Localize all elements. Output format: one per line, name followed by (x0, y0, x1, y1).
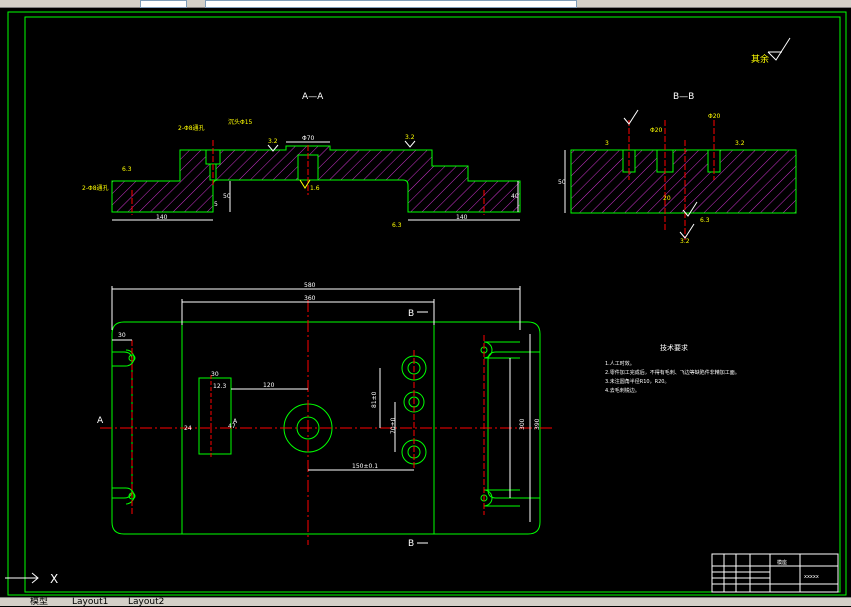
dim-plan-81: 81±0 (371, 391, 378, 408)
tab-layout1[interactable]: Layout1 (72, 597, 109, 607)
layout-tabs: 模型 Layout1 Layout2 (0, 597, 851, 607)
toolbar-strip (0, 0, 851, 8)
dim-plan-150: 150±0.1 (352, 463, 378, 470)
tab-layout2[interactable]: Layout2 (128, 597, 165, 607)
dim-bb-32b: 3.2 (680, 238, 690, 245)
dim-bb-50: 50 (558, 179, 566, 186)
section-marker-a-right: A (233, 418, 238, 425)
dim-plan-24: 24 (184, 425, 192, 432)
dim-bb-20: 20 (663, 195, 671, 202)
title-block: 模座 xxxxx (711, 553, 839, 593)
style-dropdown[interactable] (205, 0, 577, 8)
section-aa-view: 140 140 50 40 Φ70 5 2-Φ8通孔 沉头Φ15 3.2 3.2… (82, 118, 521, 229)
ucs-icon: X (5, 572, 58, 586)
note-aa-roughness-32b: 3.2 (405, 134, 415, 141)
dim-plan-580: 580 (304, 282, 316, 289)
section-marker-b-top: B (408, 309, 414, 319)
dim-bb-phi20b: Φ20 (708, 113, 721, 120)
dim-aa-40: 40 (511, 193, 519, 200)
dim-bb-63: 6.3 (700, 217, 710, 224)
tech-req-item-1: 1.人工时效。 (605, 360, 635, 367)
dim-bb-phi20a: Φ20 (650, 127, 663, 134)
tech-req-item-2: 2.零件加工完成后，不得有毛刺、飞边等缺陷件非精加工面。 (605, 369, 740, 376)
tech-req-item-4: 4.去毛刺锐边。 (605, 387, 640, 394)
dim-plan-12: 12.3 (213, 383, 227, 390)
dim-aa-50: 50 (223, 193, 231, 200)
tech-req-item-3: 3.未注圆角半径R10，R20。 (605, 378, 669, 385)
layer-dropdown[interactable] (140, 0, 187, 8)
note-aa-counterbore: 沉头Φ15 (228, 118, 253, 126)
section-bb-title: B—B (673, 92, 694, 102)
roughness-label: 其余 (751, 53, 769, 65)
section-marker-a-left: A (97, 416, 104, 426)
default-roughness-symbol: 其余 (751, 37, 791, 65)
dim-plan-70: 70±0 (390, 417, 397, 434)
note-aa-roughness-32a: 3.2 (268, 138, 278, 145)
dim-plan-47: 47 (228, 423, 236, 430)
dim-aa-140-left: 140 (156, 214, 168, 221)
dim-bb-3: 3 (605, 140, 609, 147)
tech-req-title: 技术要求 (660, 343, 688, 352)
tab-model[interactable]: 模型 (30, 597, 49, 607)
dim-aa-140-right: 140 (456, 214, 468, 221)
dim-aa-phi70: Φ70 (302, 135, 315, 142)
section-marker-b-bottom: B (408, 539, 414, 549)
note-aa-roughness-16: 1.6 (310, 185, 320, 192)
section-bb-view: 50 Φ20 3 3.2 Φ20 6.3 20 3.2 (558, 109, 797, 245)
dim-plan-30: 30 (118, 332, 126, 339)
plan-view: 580 360 30 120 30 12.3 150±0.1 81±0 70±0… (97, 282, 552, 549)
svg-text:X: X (50, 572, 58, 586)
note-aa-roughness-63: 6.3 (122, 166, 132, 173)
inner-frame (24, 16, 841, 593)
dim-aa-5: 5 (214, 201, 218, 208)
note-aa-holes-1: 2-Φ8通孔 (178, 124, 205, 132)
section-aa-title: A—A (302, 92, 324, 102)
dim-plan-120: 120 (263, 382, 275, 389)
title-block-name: 模座 (777, 559, 787, 566)
technical-requirements: 技术要求 1.人工时效。 2.零件加工完成后，不得有毛刺、飞边等缺陷件非精加工面… (605, 343, 740, 394)
outer-frame (7, 11, 847, 596)
note-aa-roughness-63b: 6.3 (392, 222, 402, 229)
note-aa-holes-2: 2-Φ8通孔 (82, 184, 109, 192)
dim-plan-30b: 30 (211, 371, 219, 378)
title-block-number: xxxxx (804, 574, 819, 580)
dim-plan-390: 390 (534, 418, 541, 430)
dim-plan-300: 300 (519, 418, 526, 430)
dim-bb-32a: 3.2 (735, 140, 745, 147)
dim-plan-360: 360 (304, 295, 316, 302)
